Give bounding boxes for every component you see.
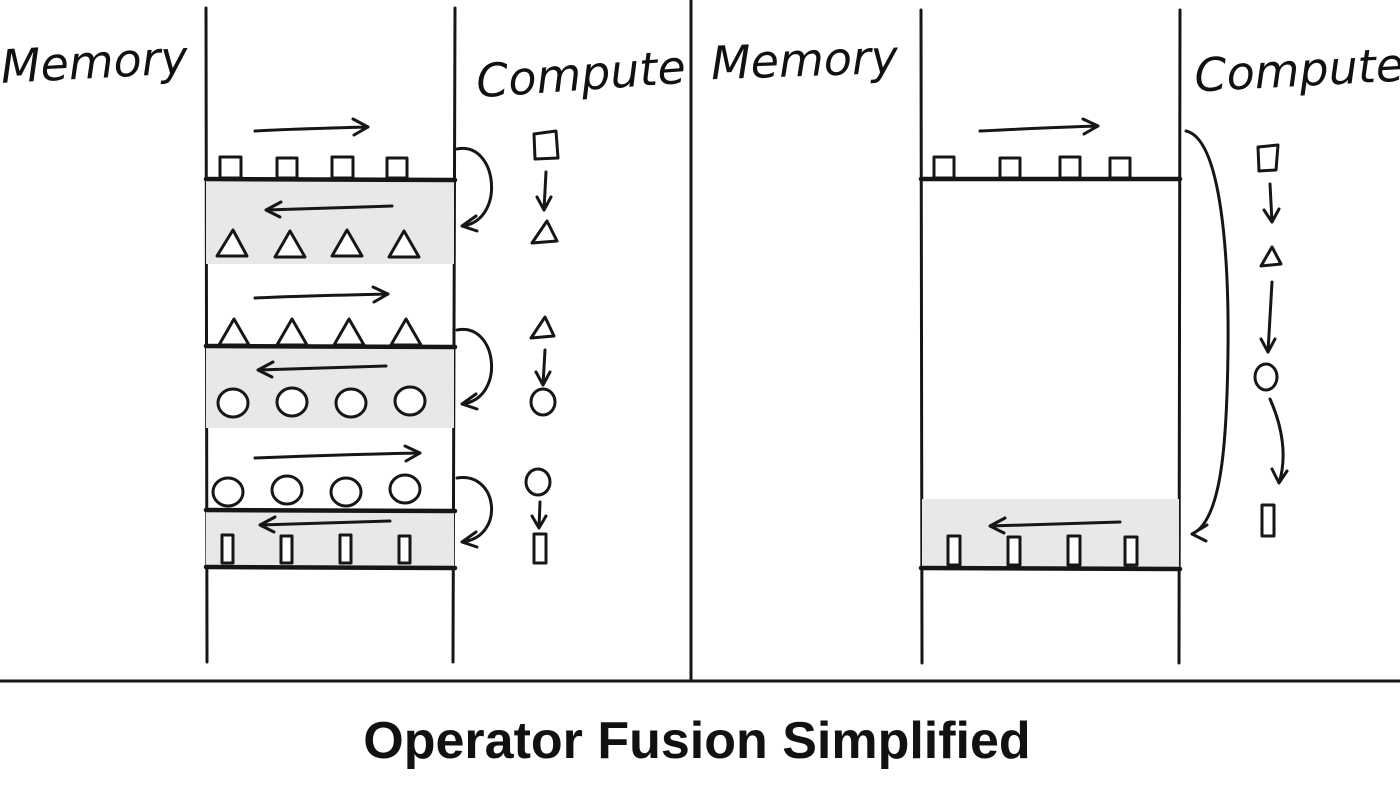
triangle-shape	[330, 228, 364, 258]
bar-shape	[1066, 534, 1082, 567]
circle-shape	[211, 476, 245, 508]
bar-shape	[1006, 535, 1022, 567]
square-shape	[330, 155, 355, 180]
squares-row	[218, 155, 409, 180]
square-shape	[218, 155, 243, 180]
bar-shape	[220, 533, 235, 565]
left-arrow	[264, 200, 394, 219]
bar-op-icon	[1260, 503, 1276, 538]
circle-op-icon	[524, 467, 552, 497]
square-shape	[1108, 156, 1132, 180]
roundtrip-connector	[455, 328, 494, 411]
triangle-op-icon	[1259, 245, 1283, 268]
memory-row-line	[203, 176, 458, 183]
compute-op-square-to-triangle	[530, 129, 560, 245]
bar-shape	[946, 534, 962, 567]
diagram-title: Operator Fusion Simplified	[363, 712, 1030, 770]
left-arrow	[256, 360, 388, 379]
circle-shape	[393, 385, 427, 417]
triangles-row	[217, 317, 423, 347]
left-stage-2	[203, 285, 557, 428]
bar-shape	[279, 534, 294, 565]
compute-op-circle-to-bar	[524, 467, 552, 565]
circle-shape	[329, 476, 363, 508]
memory-row-line	[918, 565, 1183, 572]
square-shape	[932, 155, 956, 180]
triangle-shape	[273, 229, 307, 259]
left-compute-label: Compute	[474, 40, 687, 109]
memory-band	[206, 511, 454, 567]
down-arrow	[1259, 280, 1277, 354]
square-shape	[275, 156, 299, 180]
triangle-shape	[389, 317, 423, 347]
roundtrip-connector	[455, 147, 494, 233]
squares-row	[932, 155, 1132, 180]
right-memory-wall-right	[1177, 8, 1182, 665]
circles-row	[211, 473, 422, 508]
left-panel: Memory Compute	[0, 6, 687, 664]
triangle-op-icon	[530, 219, 559, 245]
bar-shape	[397, 534, 412, 565]
bars-row	[220, 533, 412, 565]
square-shape	[385, 156, 409, 180]
triangle-shape	[332, 317, 366, 347]
bars-row	[946, 534, 1139, 567]
right-panel: Memory Compute	[710, 8, 1400, 665]
left-stage-3	[203, 444, 552, 571]
left-arrow	[988, 516, 1122, 535]
triangle-shape	[387, 229, 421, 259]
circle-op-icon	[529, 387, 557, 417]
square-op-icon	[1256, 143, 1280, 173]
right-arrow	[253, 117, 370, 137]
left-stage-1	[203, 117, 560, 264]
square-shape	[998, 156, 1022, 180]
bar-shape	[338, 533, 353, 565]
circle-shape	[388, 473, 422, 505]
down-arrow	[535, 170, 553, 212]
memory-row-line	[203, 507, 458, 514]
right-arrow	[253, 444, 422, 463]
right-arrow	[253, 285, 390, 304]
left-arrow	[258, 515, 392, 534]
circle-shape	[216, 387, 250, 419]
square-shape	[1058, 155, 1082, 180]
memory-row-line	[203, 564, 458, 571]
compute-op-triangle-to-circle	[529, 315, 557, 417]
circle-shape	[275, 386, 309, 418]
triangles-row	[215, 228, 421, 259]
right-compute-label: Compute	[1193, 38, 1400, 103]
triangle-shape	[217, 317, 251, 347]
circle-op-icon	[1253, 362, 1279, 392]
triangle-shape	[215, 228, 249, 258]
left-memory-label: Memory	[0, 30, 190, 94]
down-arrow	[534, 348, 552, 387]
circle-shape	[334, 387, 368, 419]
right-stage-fused	[918, 117, 1289, 572]
down-arrow	[1268, 397, 1289, 485]
fused-roundtrip-connector	[1184, 129, 1230, 543]
roundtrip-connector	[455, 476, 494, 549]
square-op-icon	[532, 129, 560, 161]
right-arrow	[978, 117, 1100, 136]
right-memory-label: Memory	[710, 30, 900, 91]
circles-row	[216, 385, 427, 419]
circle-shape	[270, 474, 304, 506]
memory-row-line	[203, 343, 458, 350]
down-arrow	[530, 500, 548, 530]
triangle-shape	[275, 317, 309, 347]
fused-compute-chain	[1253, 143, 1289, 538]
triangle-op-icon	[529, 315, 556, 340]
down-arrow	[1262, 182, 1281, 224]
bar-shape	[1123, 535, 1139, 567]
right-memory-wall-left	[919, 8, 924, 665]
bar-op-icon	[532, 532, 548, 565]
